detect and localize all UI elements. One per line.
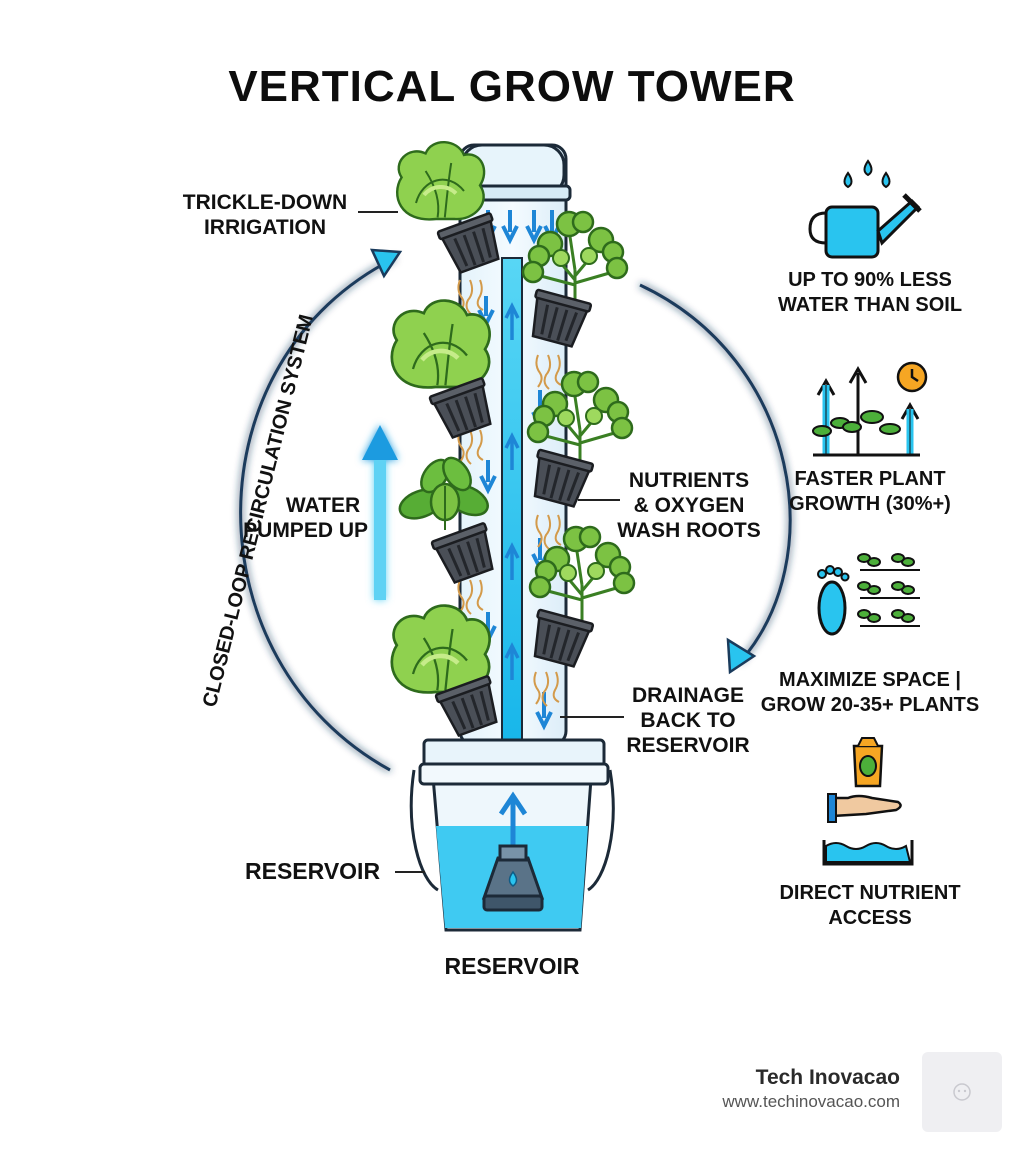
brand-url[interactable]: www.techinovacao.com [722, 1092, 900, 1111]
feature-line: WATER THAN SOIL [777, 294, 963, 316]
label-line: BACK TO [640, 709, 736, 732]
feature-line: MAXIMIZE SPACE | [779, 669, 961, 691]
feature-label-nutrient-access: DIRECT NUTRIENT ACCESS [745, 881, 995, 931]
plant-growth-icon [812, 361, 928, 457]
pumped-up-arrow [362, 425, 398, 600]
label-line: PUMPED UP [243, 519, 368, 542]
loop-arrowhead-right [726, 637, 757, 675]
feature-label-water-saving: UP TO 90% LESS WATER THAN SOIL [745, 268, 995, 318]
label-trickle-down-irrigation: TRICKLE-DOWN IRRIGATION [160, 190, 370, 240]
label-drainage: DRAINAGE BACK TO RESERVOIR [618, 683, 758, 758]
label-reservoir-bottom: RESERVOIR [444, 953, 580, 979]
label-reservoir-side: RESERVOIR [245, 858, 381, 884]
plant-lettuce-mid-left [392, 301, 500, 465]
label-line: IRRIGATION [203, 216, 327, 239]
feature-line: DIRECT NUTRIENT [779, 882, 961, 904]
label-line: WATER [285, 494, 361, 517]
space-footprint-icon [817, 553, 920, 636]
feature-line: FASTER PLANT [794, 468, 946, 490]
brand-logo-icon [953, 1083, 971, 1101]
loop-arc-right [639, 283, 792, 663]
label-water-pumped-up: WATER PUMPED UP [238, 493, 368, 543]
reservoir-bucket [409, 738, 615, 932]
central-up-arrows [504, 302, 520, 680]
nutrient-hand-icon [822, 737, 914, 866]
loop-arrowhead-left [369, 248, 403, 279]
label-line: TRICKLE-DOWN [182, 191, 348, 214]
brand-block: Tech Inovacao www.techinovacao.com [722, 1066, 900, 1112]
label-line: DRAINAGE [631, 684, 744, 707]
feature-label-growth: FASTER PLANT GROWTH (30%+) [745, 467, 995, 517]
label-nutrients-oxygen: NUTRIENTS & OXYGEN WASH ROOTS [614, 468, 764, 543]
label-line: WASH ROOTS [617, 519, 761, 542]
feature-line: GROW 20-35+ PLANTS [760, 694, 980, 716]
brand-logo-placeholder [922, 1052, 1002, 1132]
brand-name: Tech Inovacao [755, 1066, 900, 1089]
label-line: RESERVOIR [626, 734, 750, 757]
feature-label-space: MAXIMIZE SPACE | GROW 20-35+ PLANTS [745, 668, 995, 718]
watering-can-icon [808, 159, 922, 259]
label-line: NUTRIENTS [628, 469, 750, 492]
page-title: VERTICAL GROW TOWER [228, 62, 796, 111]
feature-line: ACCESS [828, 907, 912, 929]
feature-line: GROWTH (30%+) [789, 493, 951, 515]
feature-line: UP TO 90% LESS [788, 269, 952, 291]
label-line: & OXYGEN [633, 494, 745, 517]
loop-arc-left [239, 256, 396, 772]
